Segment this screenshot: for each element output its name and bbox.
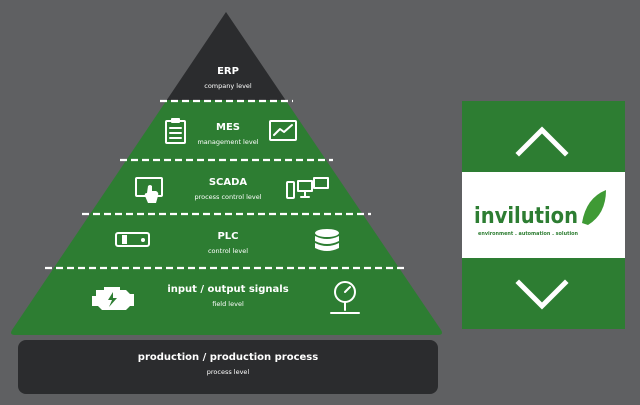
logo-text: invilution — [474, 204, 578, 229]
plc-subtitle: control level — [208, 247, 248, 255]
plc-title: PLC — [217, 231, 238, 242]
process-level-bar: production / production process process … — [18, 340, 438, 394]
io-title: input / output signals — [167, 284, 288, 295]
mes-title: MES — [216, 122, 240, 133]
clipboard-icon — [165, 118, 186, 144]
chart-monitor-icon — [269, 120, 297, 141]
plc-module-icon — [115, 232, 150, 247]
mes-subtitle: management level — [197, 138, 258, 146]
leaf-icon — [582, 190, 606, 225]
erp-subtitle: company level — [204, 82, 252, 90]
logo-tagline: environment . automation . solution — [478, 231, 578, 237]
level-dividers — [45, 99, 408, 270]
io-subtitle: field level — [212, 300, 244, 308]
chevron-down-icon[interactable] — [515, 279, 569, 310]
touch-screen-icon — [135, 177, 163, 203]
chevron-up-icon[interactable] — [515, 126, 569, 157]
scada-title: SCADA — [209, 177, 248, 188]
erp-title: ERP — [217, 66, 239, 77]
database-icon — [315, 229, 339, 251]
pressure-gauge-icon — [330, 281, 360, 314]
workstation-icon — [286, 177, 329, 199]
scada-subtitle: process control level — [194, 193, 261, 201]
base-subtitle: process level — [207, 368, 250, 376]
brand-panel: invilution environment . automation . so… — [462, 101, 625, 329]
base-title: production / production process — [138, 352, 318, 363]
engine-icon — [92, 287, 134, 310]
